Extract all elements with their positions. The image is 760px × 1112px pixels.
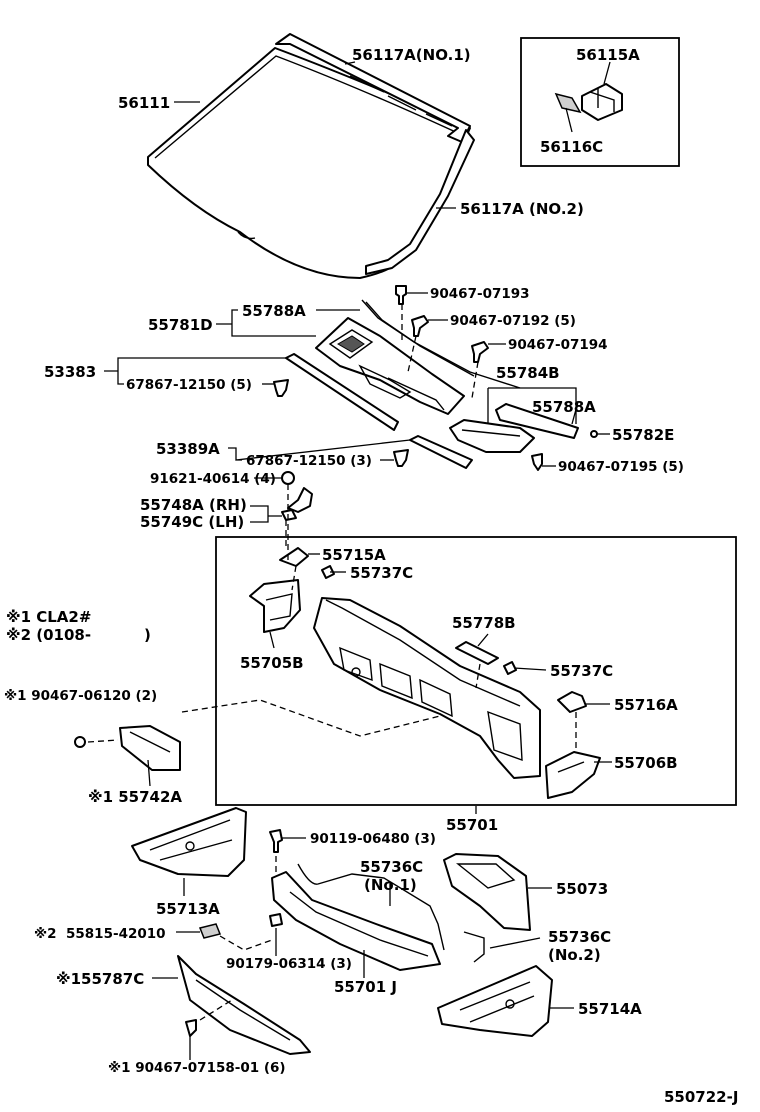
label-55778b: 55778B (452, 614, 516, 632)
label-55737c-2: 55737C (550, 662, 613, 680)
dash-panel-box (215, 536, 737, 806)
label-55715a: 55715A (322, 546, 386, 564)
label-90119-06480: 90119-06480 (3) (310, 831, 436, 847)
tape-56116c (554, 92, 582, 114)
clip-55737c-1 (321, 565, 335, 579)
label-55701j: 55701 J (334, 978, 397, 996)
label-90467-07195: 90467-07195 (5) (558, 459, 684, 475)
seal-55788a (495, 403, 579, 439)
label-55716a: 55716A (614, 696, 678, 714)
label-55706b: 55706B (614, 754, 678, 772)
windshield-molding-no1 (275, 33, 471, 143)
label-55736c-no2: 55736C (548, 928, 611, 946)
cover-55742a (119, 725, 181, 771)
bracket-55705b (249, 579, 301, 633)
label-90467-07194: 90467-07194 (508, 337, 608, 353)
clip-90467-07158 (185, 1019, 197, 1037)
label-55815-42010: 55815-42010 (66, 926, 166, 942)
label-56117a-no2: 56117A (NO.2) (460, 200, 584, 218)
bolt-90119-06480 (269, 829, 283, 853)
label-55736c-no1b: (No.1) (364, 876, 417, 894)
label-55782e: 55782E (612, 426, 674, 444)
label-90467-07193: 90467-07193 (430, 286, 530, 302)
label-55705b: 55705B (240, 654, 304, 672)
bracket-55716a (557, 691, 587, 713)
part-labels: 56111 56117A(NO.1) 56117A (NO.2) 56115A … (4, 46, 738, 1106)
label-55788a-1: 55788A (242, 302, 306, 320)
dash-panel-55701 (313, 597, 541, 779)
cowl-top-louver-right (449, 419, 535, 453)
label-55714a: 55714A (578, 1000, 642, 1018)
clip-56115a (581, 83, 623, 121)
label-55788a-2: 55788A (532, 398, 596, 416)
screws-top (395, 285, 489, 363)
panel-55787c (177, 955, 311, 1055)
label-56115a: 56115A (576, 46, 640, 64)
bracket-55715a (279, 547, 309, 567)
bracket-55748a (281, 487, 313, 521)
label-55713a: 55713A (156, 900, 220, 918)
dashed-guides (87, 304, 577, 1021)
leader-lines (104, 61, 612, 1060)
label-53383: 53383 (44, 363, 96, 381)
inset-box (520, 37, 680, 167)
label-55787c: ※155787C (56, 970, 144, 988)
windshield-molding-no2 (365, 129, 475, 275)
label-55781d: 55781D (148, 316, 213, 334)
label-91621-40614: 91621-40614 (4) (150, 471, 276, 487)
label-55815-mark: ※2 (34, 926, 57, 942)
label-90467-07192: 90467-07192 (5) (450, 313, 576, 329)
panel-55713a (131, 807, 247, 877)
label-90467-06120: ※1 90467-06120 (2) (4, 688, 157, 704)
clip-55737c-2 (503, 661, 517, 675)
cowl-top-ventilator-louver (315, 299, 521, 415)
note-2-close: ) (144, 626, 151, 644)
label-55701: 55701 (446, 816, 498, 834)
label-56116c: 56116C (540, 138, 603, 156)
label-55736c-no2b: (No.2) (548, 946, 601, 964)
nut-90179-06314 (269, 913, 283, 927)
label-56111: 56111 (118, 94, 170, 112)
label-55737c-1: 55737C (350, 564, 413, 582)
note-1: ※1 CLA2# (6, 608, 91, 626)
panel-55714a (437, 965, 553, 1037)
rod-55736c-no1 (297, 863, 445, 951)
screw-90467-06120 (74, 736, 86, 748)
diagram-code: 550722-J (664, 1088, 738, 1106)
label-53389a: 53389A (156, 440, 220, 458)
seal-53383 (285, 353, 399, 431)
note-2: ※2 (0108- (6, 626, 91, 644)
label-67867-12150-3: 67867-12150 (3) (246, 453, 372, 469)
bracket-55706b (545, 751, 601, 799)
label-55748a: 55748A (RH) (140, 496, 247, 514)
label-55749c: 55749C (LH) (140, 513, 244, 531)
windshield-glass (147, 47, 471, 279)
label-55784b: 55784B (496, 364, 560, 382)
bracket-55778b (455, 641, 499, 665)
label-55073: 55073 (556, 880, 608, 898)
rod-55736c-no2 (463, 931, 485, 963)
label-55736c-no1: 55736C (360, 858, 423, 876)
seal-53389a (409, 435, 473, 469)
box-55073 (443, 853, 531, 931)
label-55742a: ※1 55742A (88, 788, 182, 806)
tray-55701j (271, 871, 441, 971)
label-90179-06314: 90179-06314 (3) (226, 956, 352, 972)
label-90467-07158: ※1 90467-07158-01 (6) (108, 1060, 286, 1076)
label-67867-12150-5: 67867-12150 (5) (126, 377, 252, 393)
pad-55815-42010 (198, 923, 222, 939)
label-56117a-no1: 56117A(NO.1) (352, 46, 471, 64)
